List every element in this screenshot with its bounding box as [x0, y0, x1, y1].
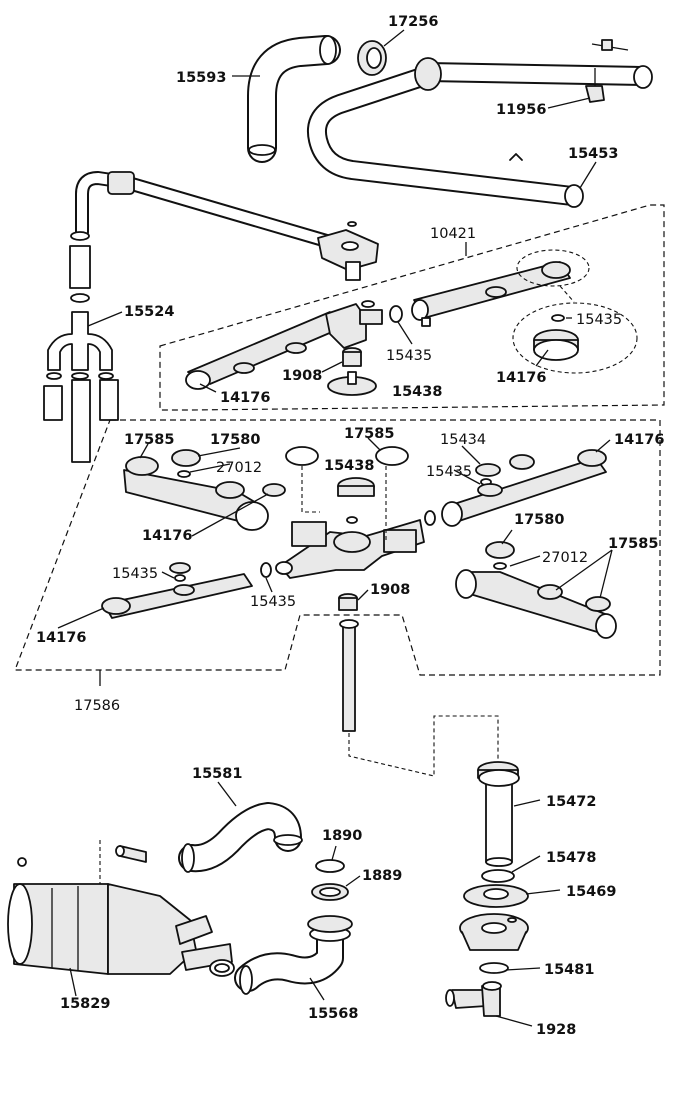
label-15568: 15568 [308, 1006, 358, 1022]
label-14176-d: 14176 [142, 528, 192, 544]
spray-arm-lower-left [185, 300, 383, 390]
part-labels: 17256 15593 11956 15453 10421 15524 1543… [36, 14, 664, 1038]
washer-15469 [463, 884, 529, 908]
ring-15481 [479, 962, 509, 974]
label-1908-a: 1908 [282, 368, 322, 384]
label-17585-a: 17585 [124, 432, 174, 448]
label-14176-c: 14176 [614, 432, 664, 448]
o-ring-15435-box [389, 305, 403, 323]
shaft [339, 619, 499, 777]
callout-box-10421 [159, 204, 665, 411]
label-1908-b: 1908 [370, 582, 410, 598]
upper-arm-right [441, 449, 607, 527]
label-15472: 15472 [546, 794, 596, 810]
callout-box-17586 [14, 419, 661, 676]
label-15469: 15469 [566, 884, 616, 900]
arm-left-lower [101, 562, 272, 619]
label-15438-a: 15438 [392, 384, 442, 400]
label-15435-d: 15435 [112, 566, 158, 582]
label-15435-b: 15435 [386, 348, 432, 364]
pump-15829 [7, 840, 233, 975]
label-15435-a: 15435 [576, 312, 622, 328]
grommet-17256 [357, 40, 387, 76]
housing [459, 913, 529, 951]
hose-15581 [178, 802, 303, 873]
manifold-tube-assembly [75, 171, 379, 281]
label-27012-b: 27012 [542, 550, 588, 566]
label-17580-b: 17580 [514, 512, 564, 528]
disc-15438-upper [327, 371, 377, 396]
spray-arm-lower-right [411, 261, 571, 327]
connector-small [115, 845, 147, 863]
label-14176-b: 14176 [220, 390, 270, 406]
ring-15478 [481, 869, 515, 883]
label-27012-a: 27012 [216, 460, 262, 476]
label-17585-c: 17585 [608, 536, 658, 552]
leader-lines [57, 29, 613, 1027]
hose-tee-15524 [43, 231, 119, 463]
hose-15568 [234, 915, 353, 995]
label-15453: 15453 [568, 146, 618, 162]
label-15593: 15593 [176, 70, 226, 86]
label-1928: 1928 [536, 1022, 576, 1038]
clip-11956 [585, 39, 629, 103]
cap-1908-upper [342, 347, 362, 367]
label-1890: 1890 [322, 828, 362, 844]
label-17580-a: 17580 [210, 432, 260, 448]
tube-15453 [307, 57, 653, 208]
label-15434: 15434 [440, 432, 486, 448]
cap-1908-lower [338, 593, 358, 611]
hose-15593 [247, 35, 341, 163]
tube-15472 [477, 761, 520, 867]
grommet-1889 [311, 883, 349, 901]
label-15481: 15481 [544, 962, 594, 978]
label-15524: 15524 [124, 304, 174, 320]
arm-right-lower [455, 541, 617, 639]
label-10421: 10421 [430, 226, 476, 242]
label-15438-b: 15438 [324, 458, 374, 474]
label-15435-c: 15435 [426, 464, 472, 480]
upper-arm-left [123, 449, 286, 531]
center-hub [275, 446, 436, 579]
label-14176-e: 14176 [36, 630, 86, 646]
clamp-lower-left [209, 959, 235, 977]
label-15478: 15478 [546, 850, 596, 866]
label-15829: 15829 [60, 996, 110, 1012]
label-11956: 11956 [496, 102, 546, 118]
label-14176-a: 14176 [496, 370, 546, 386]
label-15435-e: 15435 [250, 594, 296, 610]
label-17585-b: 17585 [344, 426, 394, 442]
label-15581: 15581 [192, 766, 242, 782]
label-17256: 17256 [388, 14, 438, 30]
label-1889: 1889 [362, 868, 402, 884]
label-17586: 17586 [74, 698, 120, 714]
ring-1890 [315, 859, 345, 873]
elbow-1928 [445, 981, 502, 1017]
